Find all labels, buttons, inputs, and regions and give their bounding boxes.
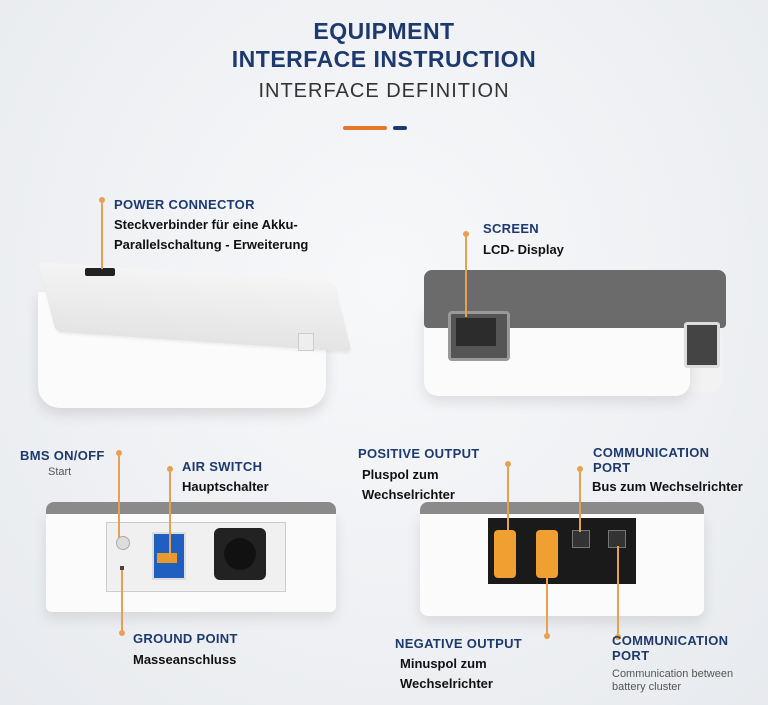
negative-output-title: NEGATIVE OUTPUT	[395, 636, 523, 651]
power-connector-marker	[99, 197, 105, 203]
air-switch-lever	[157, 553, 177, 563]
power-connector-leader	[101, 203, 103, 269]
comm-port-top-desc: Bus zum Wechselrichter	[592, 479, 743, 494]
power-connector-desc-1: Steckverbinder für eine Akku-	[114, 217, 298, 232]
air-switch-desc: Hauptschalter	[182, 479, 269, 494]
bms-marker	[116, 450, 122, 456]
battery-unit-1-side-vent	[298, 333, 314, 351]
positive-output-marker	[505, 461, 511, 467]
comm-port-bottom-title-2: PORT	[612, 648, 650, 663]
screen-marker	[463, 231, 469, 237]
negative-output-marker	[544, 633, 550, 639]
comm-port-bottom-desc-1: Communication between	[612, 668, 734, 680]
power-socket-inner	[224, 538, 256, 570]
negative-terminal	[536, 530, 558, 578]
battery-unit-3-top-edge	[46, 502, 336, 514]
screen-leader	[465, 237, 467, 317]
battery-unit-2-side-window	[684, 322, 720, 368]
positive-output-desc-2: Wechselrichter	[362, 487, 455, 502]
air-switch-title: AIR SWITCH	[182, 459, 263, 474]
accent-bar-orange	[343, 126, 387, 130]
comm-port-bottom-title-1: COMMUNICATION	[612, 633, 729, 648]
comm-port-1	[572, 530, 590, 548]
ground-marker	[119, 630, 125, 636]
title-line-1: EQUIPMENT	[313, 18, 455, 44]
power-connector-port	[85, 268, 115, 276]
positive-output-leader	[507, 467, 509, 533]
ground-screw	[120, 566, 124, 570]
title-line-2: INTERFACE INSTRUCTION	[231, 46, 537, 72]
air-switch-marker	[167, 466, 173, 472]
bms-leader	[118, 456, 120, 538]
comm-port-top-marker	[577, 466, 583, 472]
battery-unit-4-top-edge	[420, 502, 704, 514]
screen-desc: LCD- Display	[483, 242, 564, 257]
ground-point-desc: Masseanschluss	[133, 652, 237, 667]
negative-output-desc-2: Wechselrichter	[400, 676, 493, 691]
bms-desc: Start	[48, 466, 72, 478]
power-connector-desc-2: Parallelschaltung - Erweiterung	[114, 237, 309, 252]
power-connector-title: POWER CONNECTOR	[114, 197, 255, 212]
negative-output-leader	[546, 575, 548, 635]
positive-output-title: POSITIVE OUTPUT	[358, 446, 480, 461]
comm-port-top-title-2: PORT	[593, 460, 631, 475]
comm-port-top-title-1: COMMUNICATION	[593, 445, 710, 460]
ground-point-title: GROUND POINT	[133, 631, 238, 646]
comm-port-bottom-marker	[615, 634, 621, 640]
lcd-screen-display	[456, 318, 496, 346]
ground-leader	[121, 570, 123, 632]
accent-bar-blue	[393, 126, 407, 130]
negative-output-desc-1: Minuspol zum	[400, 656, 487, 671]
comm-port-bottom-desc-2: battery cluster	[612, 681, 682, 693]
screen-title: SCREEN	[483, 221, 539, 236]
comm-port-top-leader	[579, 472, 581, 532]
subtitle: INTERFACE DEFINITION	[258, 80, 510, 102]
bms-title: BMS ON/OFF	[20, 448, 105, 463]
bms-button	[116, 536, 130, 550]
positive-output-desc-1: Pluspol zum	[362, 467, 439, 482]
air-switch-leader	[169, 472, 171, 558]
comm-port-bottom-leader	[617, 546, 619, 636]
positive-terminal	[494, 530, 516, 578]
